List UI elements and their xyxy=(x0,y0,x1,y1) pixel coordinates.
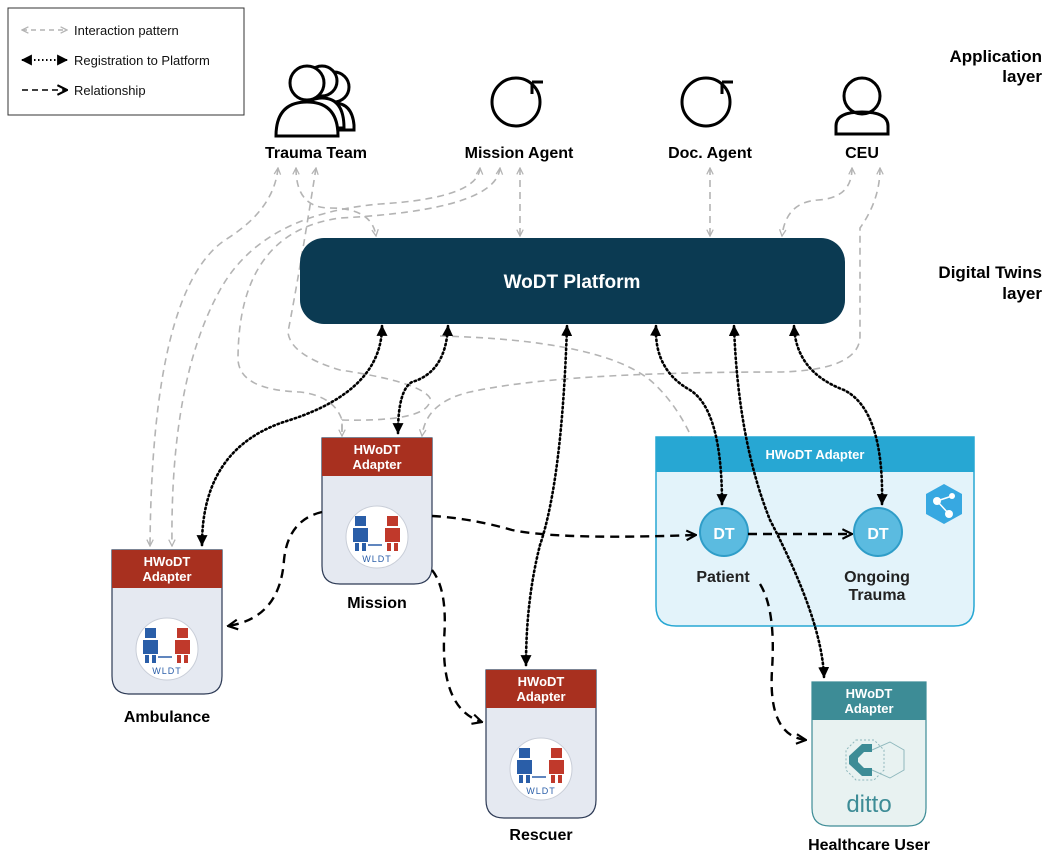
rescuer-label: Rescuer xyxy=(509,827,572,844)
mission-agent-label: Mission Agent xyxy=(465,145,574,162)
ongoing-trauma-dt-node: DT xyxy=(853,507,903,557)
mission-adapter-card: HWoDT Adapter WLDT Mission xyxy=(321,437,433,612)
ambulance-wldt-logo: WLDT xyxy=(135,617,199,681)
healthcare-adapter-title-1: HWoDT xyxy=(846,686,893,701)
ditto-logo-icon xyxy=(845,739,905,781)
application-layer-label-1: Application xyxy=(949,47,1042,66)
mission-label: Mission xyxy=(347,595,407,612)
application-layer-label-2: layer xyxy=(1002,67,1042,86)
trauma-team-label: Trauma Team xyxy=(265,145,367,162)
doc-agent-label: Doc. Agent xyxy=(668,145,753,162)
wodt-platform: WoDT Platform xyxy=(300,238,845,324)
doc-agent-actor: Doc. Agent xyxy=(668,76,753,162)
dt-layer-label-2: layer xyxy=(1002,284,1042,303)
relationship-arrows xyxy=(228,510,852,740)
doc-agent-icon xyxy=(680,76,733,128)
azure-digital-twins-icon xyxy=(926,484,962,524)
ongoing-trauma-label-2: Trauma xyxy=(849,587,906,604)
mission-agent-actor: Mission Agent xyxy=(465,76,574,162)
mission-wldt-logo: WLDT xyxy=(345,505,409,569)
azure-adapter-container: HWoDT Adapter DT Patient DT Ongoing Trau… xyxy=(655,436,975,627)
legend-registration-label: Registration to Platform xyxy=(74,53,210,68)
ceu-icon xyxy=(834,76,890,136)
patient-dt-badge: DT xyxy=(713,526,735,543)
rescuer-adapter-title-1: HWoDT xyxy=(518,674,565,689)
healthcare-user-adapter-card: HWoDT Adapter ditto Healthcare User xyxy=(808,681,930,854)
trauma-team-actor: Trauma Team xyxy=(265,64,367,162)
mission-adapter-title-2: Adapter xyxy=(352,457,401,472)
mission-agent-icon xyxy=(490,76,543,128)
rescuer-adapter-title-2: Adapter xyxy=(516,689,565,704)
ambulance-label: Ambulance xyxy=(124,709,210,726)
healthcare-user-label: Healthcare User xyxy=(808,837,930,854)
mission-adapter-title-1: HWoDT xyxy=(354,442,401,457)
ongoing-trauma-label-1: Ongoing xyxy=(844,569,910,586)
wodt-platform-label: WoDT Platform xyxy=(504,272,641,293)
rescuer-wldt-logo: WLDT xyxy=(509,737,573,801)
patient-label: Patient xyxy=(696,569,750,586)
ambulance-wldt-text: WLDT xyxy=(152,666,182,676)
healthcare-adapter-title-2: Adapter xyxy=(844,701,893,716)
rescuer-adapter-card: HWoDT Adapter WLDT Rescuer xyxy=(485,669,597,844)
rescuer-wldt-text: WLDT xyxy=(526,786,556,796)
trauma-team-icon xyxy=(274,64,356,138)
ambulance-adapter-title-1: HWoDT xyxy=(144,554,191,569)
legend: Interaction pattern Registration to Plat… xyxy=(7,7,245,116)
legend-relationship-label: Relationship xyxy=(74,83,146,98)
mission-wldt-text: WLDT xyxy=(362,554,392,564)
wodt-platform-box xyxy=(300,238,845,324)
ambulance-adapter-card: HWoDT Adapter WLDT Ambulance xyxy=(111,549,223,726)
ongoing-trauma-dt-badge: DT xyxy=(867,526,889,543)
ceu-label: CEU xyxy=(845,145,879,162)
ambulance-adapter-title-2: Adapter xyxy=(142,569,191,584)
registration-arrows xyxy=(196,324,888,679)
dt-layer-label-1: Digital Twins xyxy=(938,263,1042,282)
ditto-wordmark: ditto xyxy=(846,791,891,818)
patient-dt-node: DT xyxy=(699,507,749,557)
layer-labels: Application layer Digital Twins layer xyxy=(938,47,1042,303)
azure-adapter-header-label: HWoDT Adapter xyxy=(766,447,865,462)
ceu-actor: CEU xyxy=(834,76,890,162)
legend-interaction-label: Interaction pattern xyxy=(74,23,179,38)
